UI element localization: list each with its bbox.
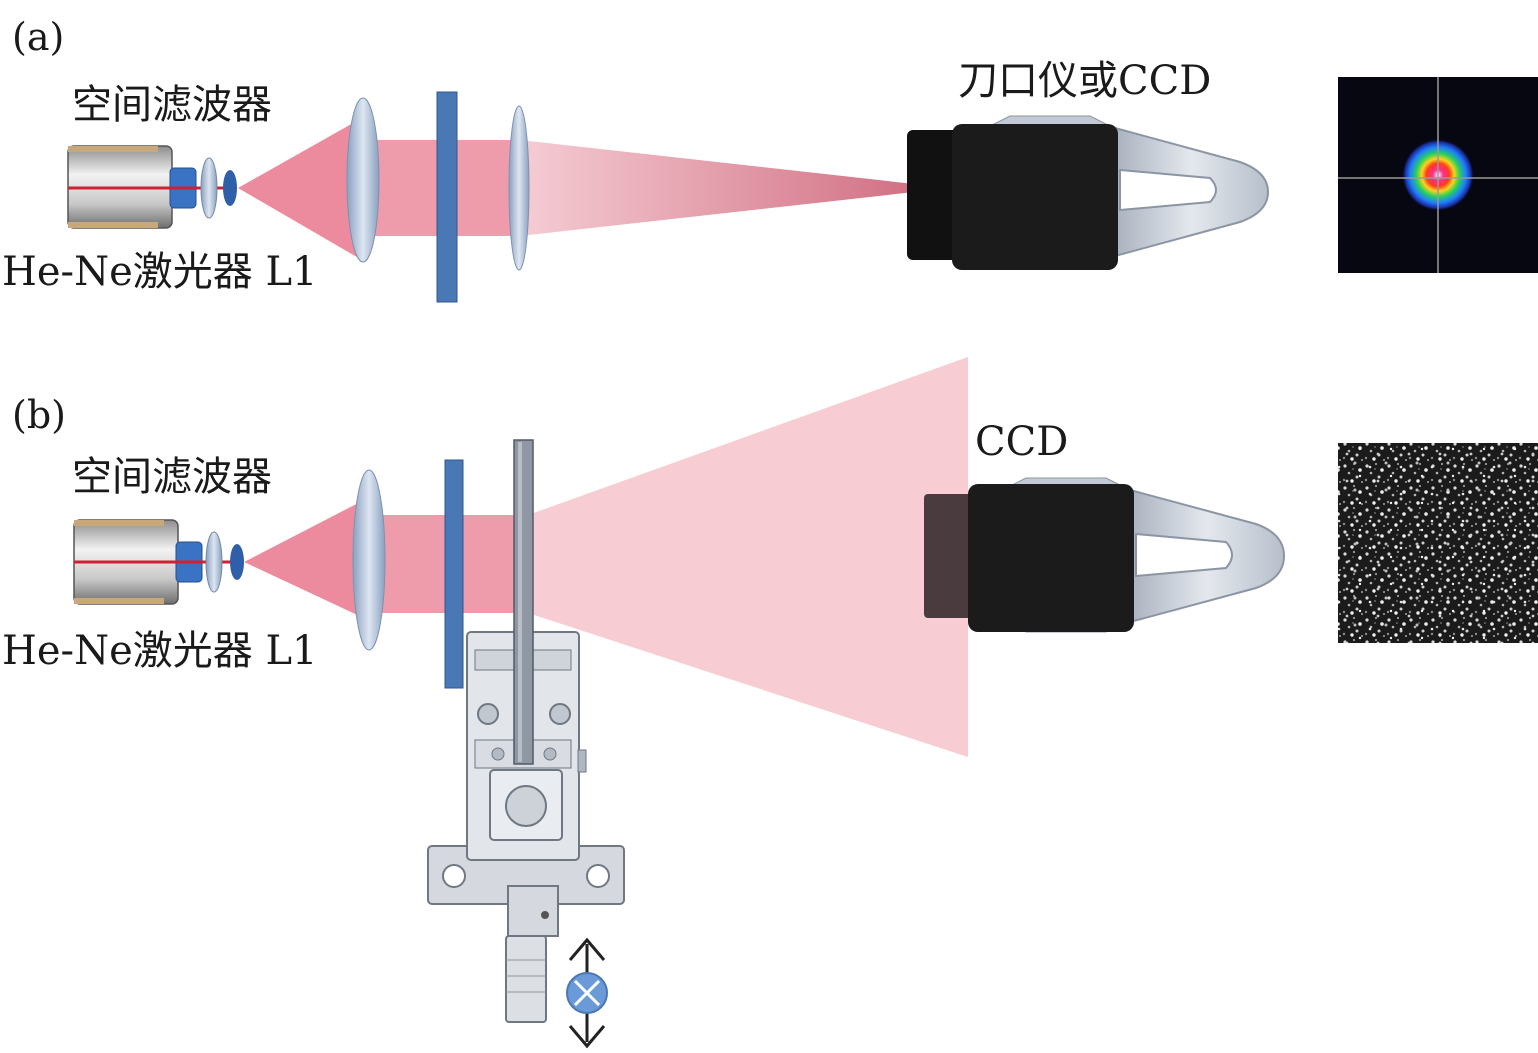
up-down-arrow-icon xyxy=(566,937,608,1049)
scattered-beam-b xyxy=(528,357,968,757)
diffuser-sample xyxy=(513,439,534,765)
translation-stage xyxy=(427,631,625,1023)
spatial-filter-label-a: 空间滤波器 xyxy=(72,82,272,128)
lens-l1-a xyxy=(508,105,530,271)
panel-a-tag: (a) xyxy=(12,15,64,59)
collimating-lens-b xyxy=(352,469,386,651)
collimating-lens-a xyxy=(346,97,380,263)
ccd-camera-b xyxy=(924,477,1286,633)
detector-label-b: CCD xyxy=(975,419,1068,465)
diverging-beam-b xyxy=(244,498,368,620)
sample-mount-a xyxy=(436,91,458,303)
he-ne-laser-b xyxy=(73,519,242,605)
detector-label-a: 刀口仪或CCD xyxy=(958,58,1211,104)
pinhole-lens-b xyxy=(205,531,223,593)
pinhole-lens-a xyxy=(200,157,218,219)
laser-label-b: He-Ne激光器 L1 xyxy=(2,628,317,674)
beam-spot-inset xyxy=(1338,77,1538,273)
pinhole-a xyxy=(223,170,237,206)
laser-label-a: He-Ne激光器 L1 xyxy=(2,249,317,295)
speckle-pattern-inset xyxy=(1338,443,1538,643)
spatial-filter-label-b: 空间滤波器 xyxy=(72,454,272,500)
knife-edge-or-ccd-camera-a xyxy=(907,115,1270,270)
panel-a: (a) 空间滤波器 He-Ne激光器 L1 刀口仪或CCD xyxy=(2,15,1538,303)
diverging-beam-a xyxy=(238,118,362,260)
focusing-beam-a xyxy=(520,140,950,236)
panel-b-tag: (b) xyxy=(12,393,66,437)
pinhole-b xyxy=(230,544,244,580)
panel-b: (b) 空间滤波器 He-Ne激光器 L1 CCD xyxy=(2,357,1538,1049)
aperture-mount-b xyxy=(444,459,464,689)
he-ne-laser-a xyxy=(67,145,236,229)
